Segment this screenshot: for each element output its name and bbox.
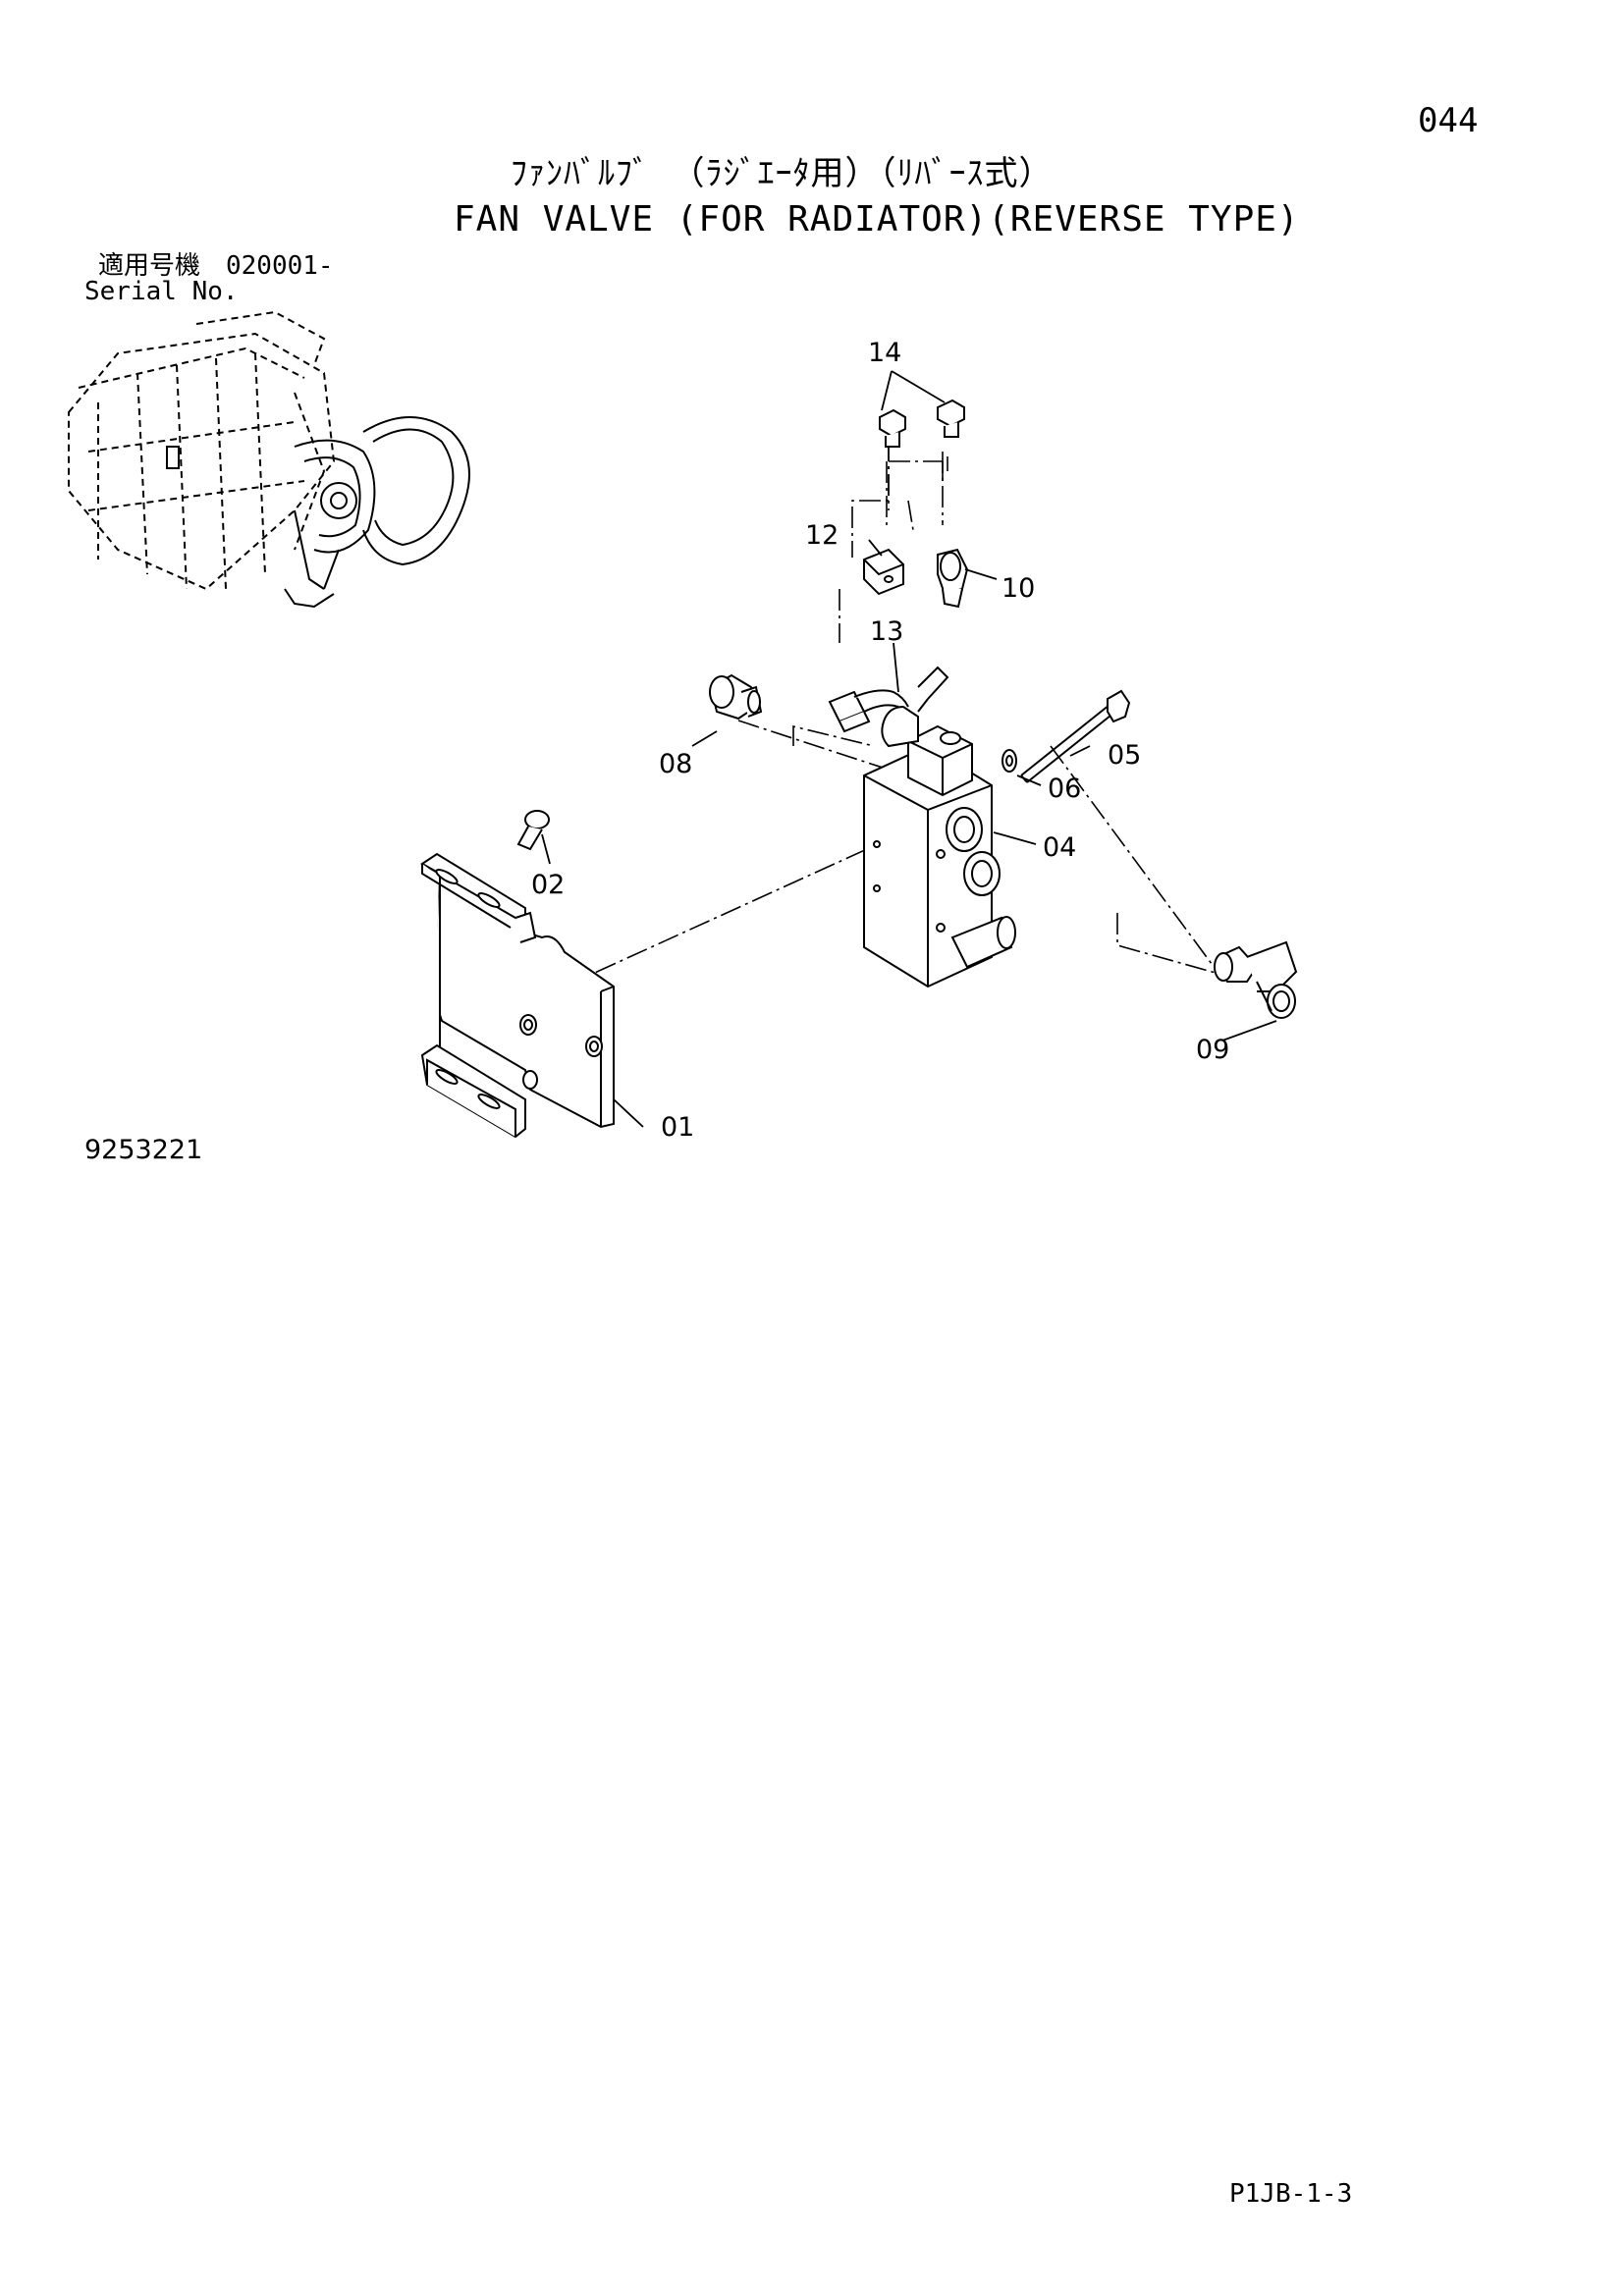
mounting-plate-01 [420,852,615,1139]
callout-08: 08 [659,749,693,779]
callout-02: 02 [531,870,566,900]
fitting-08 [709,673,763,721]
fitting-09 [1214,940,1298,1019]
bracket-12 [863,548,904,596]
title-english: FAN VALVE (FOR RADIATOR)(REVERSE TYPE) [454,199,1300,240]
callout-06: 06 [1048,774,1082,804]
drawing-number: 9253221 [84,1135,203,1165]
callout-12: 12 [805,520,839,551]
pin-02 [516,810,550,851]
title-japanese: ﾌｧﾝﾊﾞﾙﾌﾞ （ﾗｼﾞｴｰﾀ用）（ﾘﾊﾞｰｽ式） [511,154,1054,193]
callout-04: 04 [1043,832,1077,863]
callout-05: 05 [1108,740,1142,771]
callout-09: 09 [1196,1035,1230,1065]
callout-10: 10 [1001,573,1036,604]
washer-06 [1001,749,1017,773]
leader-lines [541,370,1277,1128]
serial-label-japanese: 適用号機 020001- [98,251,334,281]
bolts-14 [879,399,965,448]
solenoid [881,666,973,797]
callout-13: 13 [870,616,904,647]
connector-13 [828,689,909,733]
callout-14: 14 [868,338,902,368]
machine-location-thumbnail [68,310,470,609]
page-number: 044 [1418,101,1479,140]
sheet-reference: P1JB-1-3 [1229,2179,1353,2209]
serial-label-english: Serial No. [84,277,239,306]
callout-01: 01 [661,1112,695,1143]
bolt-05 [1020,689,1131,783]
fitting-10 [937,548,969,609]
assembly-lines [564,440,1223,988]
